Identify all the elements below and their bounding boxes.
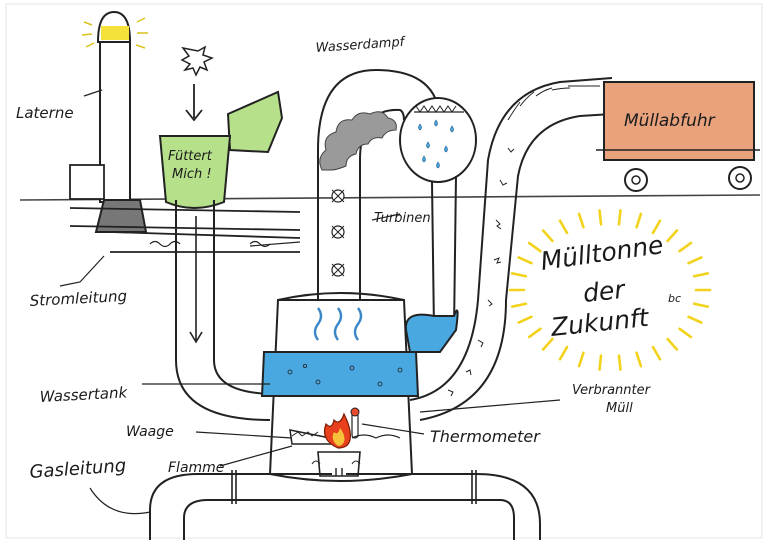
- trash-item-icon: [180, 45, 214, 77]
- sun-ray: [598, 209, 603, 226]
- label-fuettert-line1: Füttert: [168, 149, 213, 164]
- water-drop: [444, 145, 448, 153]
- water-bubbles: [287, 363, 403, 387]
- water-drop: [450, 125, 454, 133]
- sun-ray: [541, 229, 554, 243]
- title-initials: bc: [668, 292, 681, 305]
- thermometer-icon: [350, 407, 360, 439]
- sun-ray: [651, 345, 662, 361]
- label-flamme: Flamme: [168, 460, 224, 476]
- waste-conveyor: [409, 77, 613, 421]
- sun-ray: [527, 241, 542, 253]
- bin-pipe-inner: [213, 200, 271, 395]
- title-glow-icon: [508, 209, 712, 371]
- power-line: [69, 207, 301, 253]
- switch-box: [69, 164, 105, 200]
- sun-ray: [598, 354, 603, 371]
- truck-container: [603, 81, 755, 161]
- condenser-water: [404, 309, 459, 353]
- sun-ray: [577, 351, 585, 368]
- label-fuettert-line2: Mich !: [172, 167, 212, 182]
- burnt-waste-pile: [351, 434, 401, 439]
- sun-ray: [687, 256, 703, 265]
- gas-pipe: [149, 468, 541, 540]
- bin-pipe-outer: [175, 200, 271, 421]
- sun-ray: [617, 209, 622, 226]
- sun-ray: [692, 302, 710, 308]
- food-bin: [158, 90, 284, 209]
- sun-ray: [678, 241, 693, 253]
- bin-body: [158, 135, 232, 209]
- lamp-light: [101, 26, 129, 40]
- sun-ray: [666, 229, 679, 243]
- turbine-icon: [331, 189, 345, 277]
- title-line2: der: [582, 275, 628, 308]
- sun-ray: [635, 212, 643, 229]
- steam-cloud: [319, 111, 397, 171]
- sun-ray: [651, 219, 662, 235]
- lamp-pole: [99, 41, 131, 203]
- label-wasserdampf: Wasserdampf: [315, 35, 407, 56]
- sun-ray: [577, 212, 585, 229]
- water-drop: [422, 155, 426, 163]
- sun-ray: [692, 272, 710, 278]
- sun-ray: [510, 302, 528, 308]
- sun-ray: [678, 327, 693, 339]
- label-thermometer: Thermometer: [430, 427, 541, 446]
- ground-line: [19, 194, 761, 201]
- label-laterne: Laterne: [16, 104, 74, 122]
- water-drop: [434, 119, 438, 127]
- garbage-truck: [596, 81, 760, 192]
- condenser: [399, 97, 477, 353]
- label-verbrannter-line2: Müll: [606, 401, 633, 416]
- water-drops-icon: [418, 119, 454, 169]
- furnace-tank: [260, 292, 420, 482]
- water-drop: [418, 123, 422, 131]
- sun-ray: [558, 345, 569, 361]
- label-muellabfuhr: Müllabfuhr: [624, 111, 716, 131]
- sun-ray: [517, 315, 533, 324]
- sun-ray: [527, 327, 542, 339]
- waste-bits: [447, 147, 515, 397]
- sun-ray: [687, 315, 703, 324]
- lamp-post: [81, 10, 148, 233]
- lamp-glow-icon: [81, 17, 148, 49]
- sun-ray: [558, 219, 569, 235]
- sun-ray: [517, 256, 533, 265]
- label-wassertank: Wassertank: [39, 383, 129, 406]
- flame-icon: [323, 412, 351, 449]
- burner: [317, 451, 361, 477]
- water-drop: [436, 161, 440, 169]
- sun-ray: [666, 337, 679, 351]
- sun-ray: [541, 337, 554, 351]
- sun-ray: [510, 272, 528, 278]
- pointer-lines: [59, 89, 561, 515]
- label-stromleitung: Stromleitung: [29, 287, 127, 310]
- feed-arrow: [185, 84, 203, 122]
- condenser-dome: [399, 97, 477, 183]
- steam-pipe: [317, 68, 441, 300]
- label-turbinen: Turbinen: [374, 211, 431, 226]
- label-verbrannter-line1: Verbrannter: [572, 383, 652, 398]
- label-waage: Waage: [126, 424, 174, 440]
- sun-ray: [635, 351, 643, 368]
- water-band: [260, 351, 420, 397]
- steam-waves-icon: [313, 307, 363, 341]
- water-drop: [426, 141, 430, 149]
- sun-ray: [617, 354, 622, 371]
- flow-arrow: [189, 216, 203, 344]
